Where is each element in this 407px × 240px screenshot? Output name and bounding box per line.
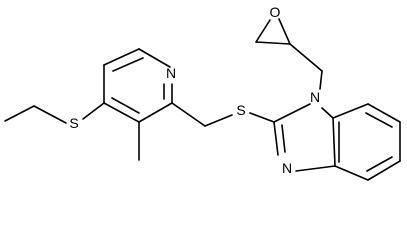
methylene-thio-linker <box>171 102 275 127</box>
atom-label-benzimidazole-n1: N <box>310 89 320 105</box>
bond <box>111 97 140 114</box>
bond <box>138 48 171 68</box>
bond <box>366 156 393 172</box>
bond <box>295 165 336 172</box>
bond <box>249 112 275 123</box>
imidazole-ring <box>273 103 336 172</box>
bond <box>4 105 35 122</box>
bond <box>321 107 334 119</box>
atom-label-epoxide-oxygen: O <box>270 4 281 20</box>
bond <box>103 48 140 66</box>
bond <box>289 43 323 72</box>
bond <box>367 160 401 181</box>
bond <box>33 105 67 124</box>
bond <box>273 121 279 156</box>
chemical-structure-diagram: N S S N N O <box>4 4 401 181</box>
bond <box>255 19 271 43</box>
bond <box>255 41 291 45</box>
bond <box>171 102 206 127</box>
bond <box>334 165 369 181</box>
bond <box>273 103 311 123</box>
bond <box>204 114 233 127</box>
atom-label-linker-sulfur: S <box>236 102 245 118</box>
bond <box>103 102 140 123</box>
bond <box>112 57 144 72</box>
glycidyl-group <box>255 18 323 90</box>
atom-label-ethylthio-sulfur: S <box>69 115 78 131</box>
atom-label-pyridine-nitrogen: N <box>166 65 176 81</box>
bond <box>332 103 369 119</box>
ethylthio-group <box>4 102 105 124</box>
bond <box>278 18 291 45</box>
bond <box>281 124 286 153</box>
bond <box>365 112 393 128</box>
bond <box>82 102 105 120</box>
atom-label-benzimidazole-n3: N <box>282 160 292 176</box>
bond <box>367 103 401 123</box>
bond <box>332 117 336 167</box>
benzene-ring <box>332 103 401 181</box>
bond <box>319 70 323 90</box>
bond <box>138 102 173 123</box>
pyridine-ring <box>103 48 173 123</box>
